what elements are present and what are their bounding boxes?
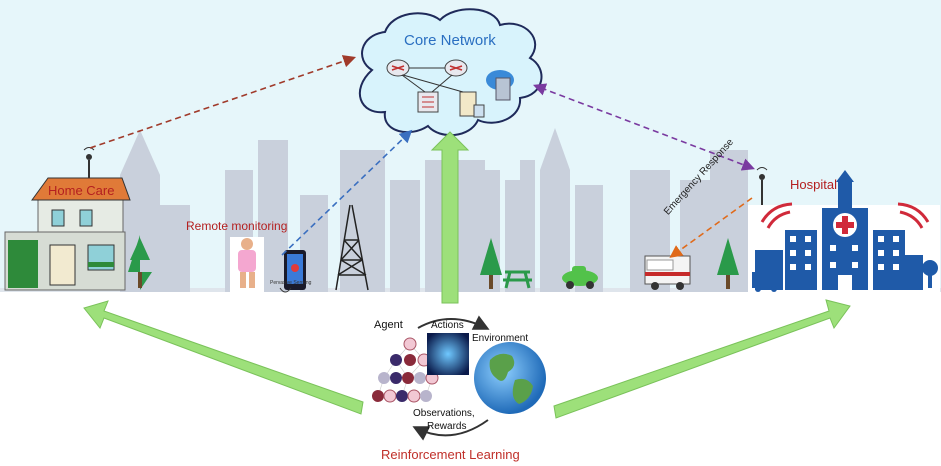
picnic-table-icon	[503, 270, 532, 289]
actions-label: Actions	[431, 320, 464, 331]
brain-icon	[427, 333, 469, 375]
remote-monitoring-label: Remote monitoring	[186, 219, 288, 233]
rewards-label: Rewards	[427, 421, 467, 432]
green-arrow-to-home	[83, 300, 364, 415]
switch-icon	[417, 91, 439, 113]
green-arrow-to-hospital	[553, 299, 851, 419]
server-icon	[459, 91, 485, 118]
home-care-house	[4, 147, 131, 291]
ambulance-icon	[644, 255, 691, 290]
tree-icon	[717, 238, 739, 289]
globe-icon	[474, 342, 546, 414]
observations-label: Observations,	[413, 408, 475, 419]
agent-network-icon	[372, 337, 439, 403]
cloud-database-icon	[486, 70, 514, 101]
core-network-title: Core Network	[404, 32, 496, 49]
green-arrow-to-core	[430, 131, 470, 304]
router-icon	[444, 59, 468, 77]
actions-arrow	[417, 315, 490, 330]
reinforcement-learning-title: Reinforcement Learning	[381, 447, 520, 462]
home-to-core-link	[89, 55, 357, 149]
hospital-core-link	[533, 83, 755, 171]
tree-icon	[480, 238, 502, 289]
router-icon	[386, 59, 410, 77]
pervasive-sensing-label: Pervasive Sensing	[270, 280, 312, 286]
car-icon	[562, 266, 598, 289]
emergency-response-link	[669, 197, 753, 258]
agent-label: Agent	[374, 319, 403, 331]
hospital-title: Hospital	[790, 177, 837, 192]
patient-monitoring-icon	[230, 237, 306, 293]
environment-label: Environment	[472, 333, 529, 344]
observations-arrow	[412, 419, 489, 441]
tree-icon	[128, 235, 152, 290]
home-care-title: Home Care	[48, 183, 115, 198]
radio-tower-icon	[335, 204, 369, 291]
network-links	[401, 67, 464, 93]
hospital-building	[748, 167, 940, 293]
